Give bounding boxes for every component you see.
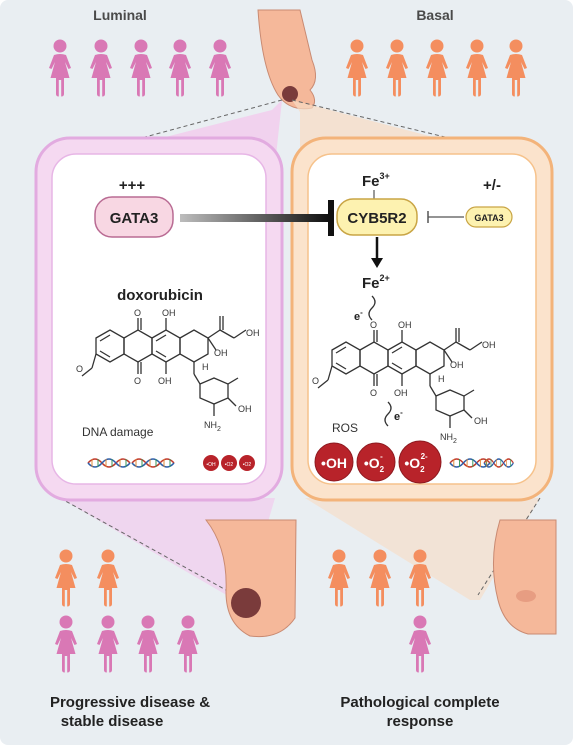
svg-text:•O2: •O2 <box>243 462 252 468</box>
svg-text:•OH: •OH <box>206 462 216 468</box>
svg-text:O: O <box>370 388 377 398</box>
gata3-label: GATA3 <box>110 210 159 227</box>
gata3-node <box>94 196 174 238</box>
svg-text:O: O <box>134 308 141 318</box>
right-cell-inner <box>307 153 537 485</box>
svg-text:NH2: NH2 <box>440 432 457 445</box>
gata3-level-high: +++ <box>119 177 146 194</box>
svg-text:OH: OH <box>394 388 408 398</box>
superoxide-circle <box>356 442 396 482</box>
fe2-label: Fe2+ <box>362 273 390 292</box>
svg-text:O: O <box>76 364 83 374</box>
doxorubicin-structure-right: OH OH O O OH OH O H OH NH2 <box>312 320 496 445</box>
ros-circle-small <box>239 455 255 471</box>
svg-text:•OH: •OH <box>321 455 347 471</box>
svg-text:OH: OH <box>450 360 464 370</box>
peroxide-circle <box>398 440 442 484</box>
svg-text:NH2: NH2 <box>204 420 221 433</box>
outcome-left-line1: Progressive disease & <box>50 694 210 711</box>
svg-text:•O2-: •O2- <box>364 452 385 474</box>
svg-text:OH: OH <box>482 340 496 350</box>
zoom-wedge-bottom-right <box>305 498 540 600</box>
svg-text:•O2: •O2 <box>225 462 234 468</box>
basal-label: Basal <box>416 7 453 23</box>
svg-text:OH: OH <box>158 376 172 386</box>
breast-icon-bottom <box>204 519 557 638</box>
svg-text:•O22-: •O22- <box>404 452 428 474</box>
outcome-right-line1: Pathological complete <box>340 694 499 711</box>
svg-text:O: O <box>312 376 319 386</box>
gata3-small-label: GATA3 <box>474 213 503 223</box>
breast-icon-top <box>257 9 316 110</box>
inhibition-bar <box>180 214 328 222</box>
svg-text:OH: OH <box>398 320 412 330</box>
dna-damage-label: DNA damage <box>82 425 154 439</box>
ros-circle-small <box>221 455 237 471</box>
fe3-label: Fe3+ <box>362 171 390 190</box>
svg-text:O: O <box>370 320 377 330</box>
svg-text:H: H <box>202 362 209 372</box>
ros-circle-small <box>203 455 219 471</box>
gata3-small-node <box>465 206 513 228</box>
svg-text:OH: OH <box>474 416 488 426</box>
electron-label-top: e- <box>354 308 363 323</box>
small-ros-group: •OH •O2 •O2 <box>203 455 255 471</box>
tumor-icon <box>282 86 298 102</box>
electron-label-bottom: e- <box>394 408 403 423</box>
ros-label: ROS <box>332 421 358 435</box>
doxorubicin-structure-left: OH OH O O OH OH O H OH NH2 <box>76 308 260 433</box>
outcome-right-line2: response <box>387 713 454 730</box>
tumor-icon-large <box>231 588 261 618</box>
svg-text:OH: OH <box>246 328 260 338</box>
inhibition-bar-head <box>328 200 334 236</box>
ros-group: •OH •O2- •O22- <box>314 440 442 484</box>
svg-text:OH: OH <box>162 308 176 318</box>
cyb5r2-label: CYB5R2 <box>347 210 406 227</box>
luminal-label: Luminal <box>93 7 147 23</box>
cyb5r2-node <box>336 198 418 236</box>
doxorubicin-label: doxorubicin <box>117 287 203 304</box>
svg-text:OH: OH <box>214 348 228 358</box>
svg-text:H: H <box>438 374 445 384</box>
outcome-left-line2: stable disease <box>61 713 164 730</box>
svg-text:OH: OH <box>238 404 252 414</box>
hydroxyl-radical-circle <box>314 442 354 482</box>
svg-text:O: O <box>134 376 141 386</box>
gata3-level-low: +/- <box>483 177 501 194</box>
